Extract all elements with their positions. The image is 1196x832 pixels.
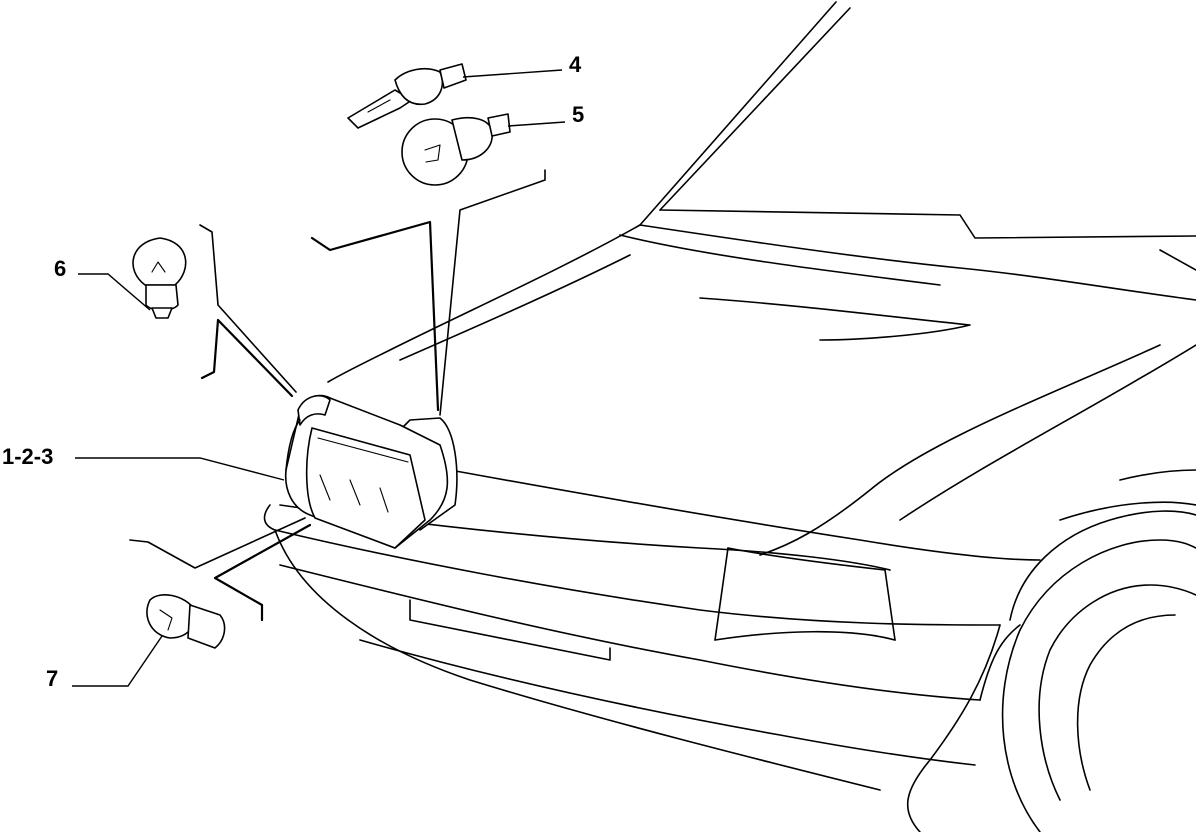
callout-4: 4 <box>569 52 582 77</box>
callout-1-2-3: 1-2-3 <box>2 444 54 469</box>
bumper-crease <box>279 564 981 701</box>
bulb-4-filament <box>367 99 391 113</box>
guide-5-to-lamp <box>439 169 546 416</box>
bulb-4-terminal <box>439 63 467 89</box>
leader-6 <box>78 273 151 311</box>
headlamp-right-bottom <box>714 630 896 641</box>
leader-123 <box>75 457 285 481</box>
hood-rear-line <box>639 224 1196 301</box>
hood-crease-upper <box>619 234 941 286</box>
bulb-6-base <box>145 284 179 312</box>
leader-lines <box>72 69 566 687</box>
hood-right-edge <box>899 344 1196 521</box>
hood-bulge <box>699 297 971 341</box>
lens-reflection-3 <box>379 487 389 513</box>
bumper-top <box>263 504 1001 626</box>
callout-6: 6 <box>54 256 67 281</box>
lamp-side-edge <box>285 419 301 471</box>
rim <box>1076 614 1176 791</box>
leader-7 <box>72 635 163 687</box>
tire-outer <box>1001 539 1196 832</box>
lens-reflection-2 <box>349 479 361 506</box>
bulb-5-filament <box>424 144 441 163</box>
windshield-base <box>659 209 1196 239</box>
guide-6-lower <box>200 318 294 398</box>
hood-right-sweep <box>759 344 1161 556</box>
hood-crease-left <box>399 254 631 361</box>
plate-recess <box>409 599 611 661</box>
callout-5: 5 <box>572 102 585 127</box>
hood-front-edge <box>449 469 1041 561</box>
bulb-4-holder <box>394 68 444 106</box>
bulb-6-contact <box>151 307 173 319</box>
bulb-7 <box>146 594 226 649</box>
bulb-6-filament <box>151 261 166 273</box>
a-pillar-inner <box>659 7 851 211</box>
bulb-7-base <box>187 604 226 649</box>
guide-4-to-lamp <box>310 220 440 412</box>
leader-5 <box>507 121 566 127</box>
bulb-holder-5 <box>401 113 511 186</box>
bulb-6-glass <box>132 237 187 286</box>
bulb-holder-4 <box>347 63 467 129</box>
bumper-corner <box>906 624 1001 832</box>
wheel-arch <box>1009 510 1196 621</box>
indicator-lamp-assembly <box>284 394 458 549</box>
callout-7: 7 <box>46 666 59 691</box>
bulb-6 <box>132 237 187 319</box>
tire-inner <box>1038 584 1196 801</box>
bulb-4-glass <box>347 89 413 129</box>
bulb-7-filament <box>159 609 173 631</box>
lens-reflection-1 <box>319 474 331 501</box>
wiper-edge <box>1159 249 1196 271</box>
hood-left-edge <box>327 224 641 383</box>
bumper-lower-crease <box>359 639 976 766</box>
headlamp-right-side <box>714 547 729 641</box>
a-pillar-left <box>639 1 837 226</box>
fender-top <box>1119 469 1196 481</box>
guide-lines <box>129 169 546 622</box>
fender-line <box>1059 501 1196 521</box>
lens-rib-1 <box>317 437 409 463</box>
guide-7-lower <box>213 523 312 622</box>
guide-7-upper <box>129 517 306 569</box>
lamp-lens <box>305 427 426 549</box>
car-body <box>263 1 1196 832</box>
lamp-clip <box>297 394 331 426</box>
leader-4 <box>462 69 563 78</box>
guide-6-upper <box>199 224 297 393</box>
bumper-side <box>979 624 1021 701</box>
headlamp-right-top <box>727 547 896 641</box>
bulb-5-terminal <box>487 113 511 137</box>
bumper-face <box>274 529 881 791</box>
